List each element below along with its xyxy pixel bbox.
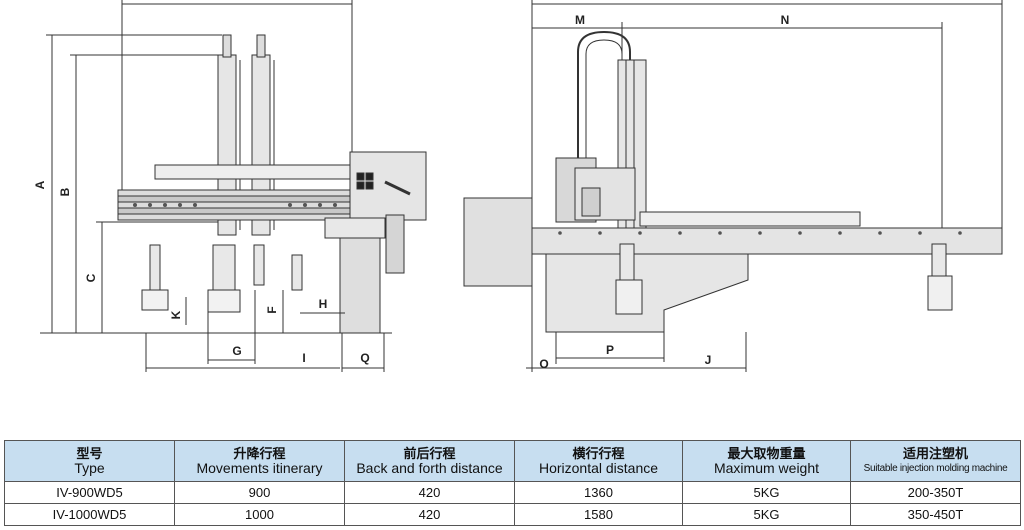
dim-label-g: G <box>232 344 241 358</box>
cell-max-weight: 5KG <box>682 481 851 504</box>
dim-label-o: O <box>539 357 548 371</box>
dim-label-m: M <box>575 13 585 27</box>
left-side-view <box>40 0 427 372</box>
dim-label-p: P <box>606 343 614 357</box>
right-side-view <box>463 0 1003 372</box>
cell-suitable-machine: 200-350T <box>850 481 1021 504</box>
dim-label-n: N <box>781 13 790 27</box>
cell-type: IV-1000WD5 <box>4 503 175 526</box>
cell-suitable-machine: 350-450T <box>850 503 1021 526</box>
cell-movements: 900 <box>174 481 345 504</box>
cell-horizontal: 1580 <box>514 503 683 526</box>
table-row: IV-900WD5 900 420 1360 5KG 200-350T <box>4 481 1021 504</box>
dim-label-f: F <box>265 306 279 313</box>
dim-label-b: B <box>58 187 72 196</box>
dim-label-a: A <box>33 180 47 189</box>
cell-back-forth: 420 <box>344 503 515 526</box>
cell-type: IV-900WD5 <box>4 481 175 504</box>
cell-back-forth: 420 <box>344 481 515 504</box>
dim-label-h: H <box>319 297 328 311</box>
cell-horizontal: 1360 <box>514 481 683 504</box>
table-row: IV-1000WD5 1000 420 1580 5KG 350-450T <box>4 503 1021 526</box>
dim-label-c: C <box>84 273 98 282</box>
cell-movements: 1000 <box>174 503 345 526</box>
dim-label-q: Q <box>360 351 369 365</box>
cell-max-weight: 5KG <box>682 503 851 526</box>
dim-label-j: J <box>705 353 712 367</box>
dim-label-i: I <box>302 351 305 365</box>
dim-label-k: K <box>169 310 183 319</box>
technical-drawing: A B C K G I F H Q M N O P J <box>33 0 1003 372</box>
